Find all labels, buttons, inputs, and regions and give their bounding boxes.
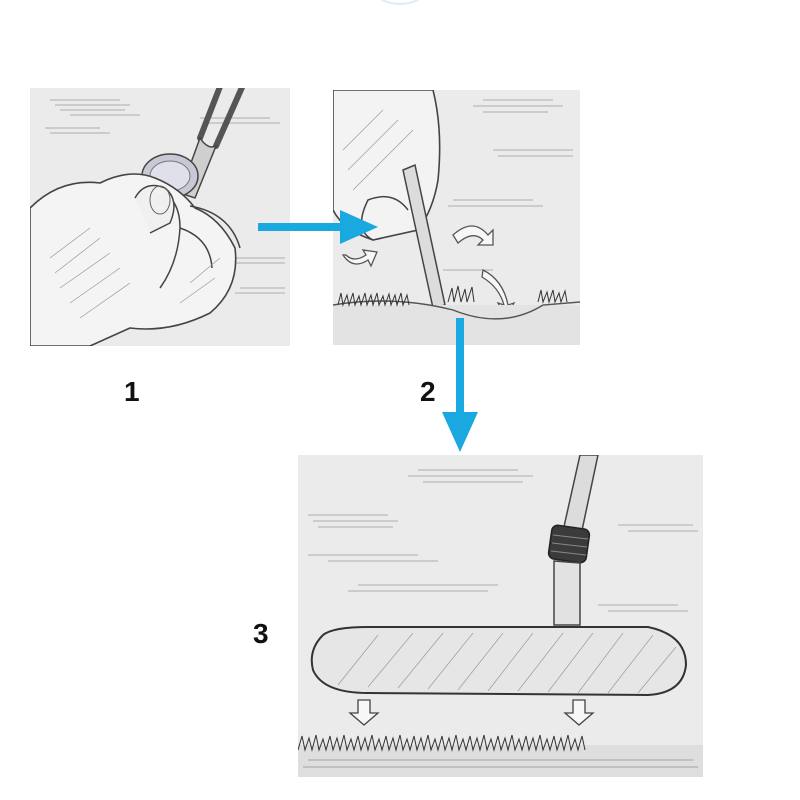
putter-icon: [298, 455, 703, 777]
grass-icon: [337, 285, 568, 307]
step-1-illustration: [30, 88, 290, 346]
repair-divot-scene-icon: [333, 90, 580, 345]
step-number-3: 3: [253, 618, 269, 649]
step-3-illustration: [298, 455, 703, 777]
top-edge-mark: [381, 0, 419, 5]
step-number-2: 2: [420, 376, 436, 407]
step-number-1: 1: [124, 376, 140, 407]
down-arrow-icon: [348, 699, 595, 726]
hand-holding-tool-icon: [30, 88, 285, 346]
step-2-illustration: [333, 90, 580, 345]
